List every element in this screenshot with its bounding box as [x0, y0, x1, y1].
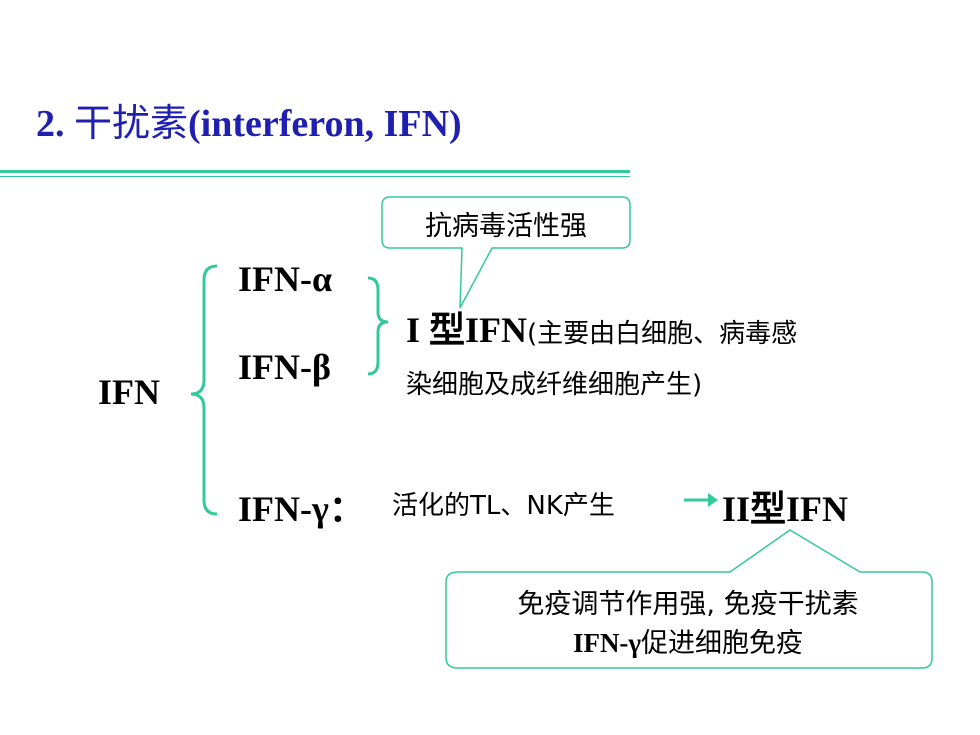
callout-top-box — [381, 196, 631, 309]
type1-label-text: I 型IFN — [406, 310, 528, 350]
callout-bottom-line1: 免疫调节作用强, 免疫干扰素 — [517, 589, 859, 620]
root-brace — [190, 264, 218, 516]
callout-bottom-latin: IFN-γ — [572, 628, 642, 658]
type1-desc-line1: (主要由白细胞、病毒感 — [527, 319, 798, 349]
title-underline-thin — [0, 176, 630, 177]
callout-bottom-box — [445, 529, 933, 669]
callout-top-text: 抗病毒活性强 — [425, 211, 587, 242]
title-underline-thick — [0, 170, 630, 173]
ifn-alpha-label: IFN-α — [238, 259, 333, 299]
title-chinese: 干扰素 — [74, 101, 189, 145]
root-label: IFN — [98, 372, 160, 412]
type1-brace — [367, 276, 389, 376]
type2-label: II型IFN — [722, 489, 849, 529]
callout-bottom-cn: 促进细胞免疫 — [641, 628, 804, 659]
arrow-head — [708, 493, 718, 507]
type1-desc-line2: 染细胞及成纤维细胞产生) — [406, 370, 703, 400]
title-number: 2. — [36, 103, 65, 145]
callout-bottom-text: 免疫调节作用强, 免疫干扰素 IFN-γ促进细胞免疫 — [446, 586, 930, 663]
title-latin: (interferon, IFN) — [188, 103, 462, 145]
page-title: 2. 干扰素(interferon, IFN) — [36, 92, 462, 147]
ifn-beta-label: IFN-β — [238, 347, 331, 387]
ifn-gamma-label: IFN-γ： — [238, 489, 365, 529]
gamma-description: 活化的TL、NK产生 — [392, 491, 615, 521]
type1-label: I 型IFN(主要由白细胞、病毒感 — [406, 301, 797, 353]
callout-bottom-line2: IFN-γ促进细胞免疫 — [446, 624, 930, 663]
